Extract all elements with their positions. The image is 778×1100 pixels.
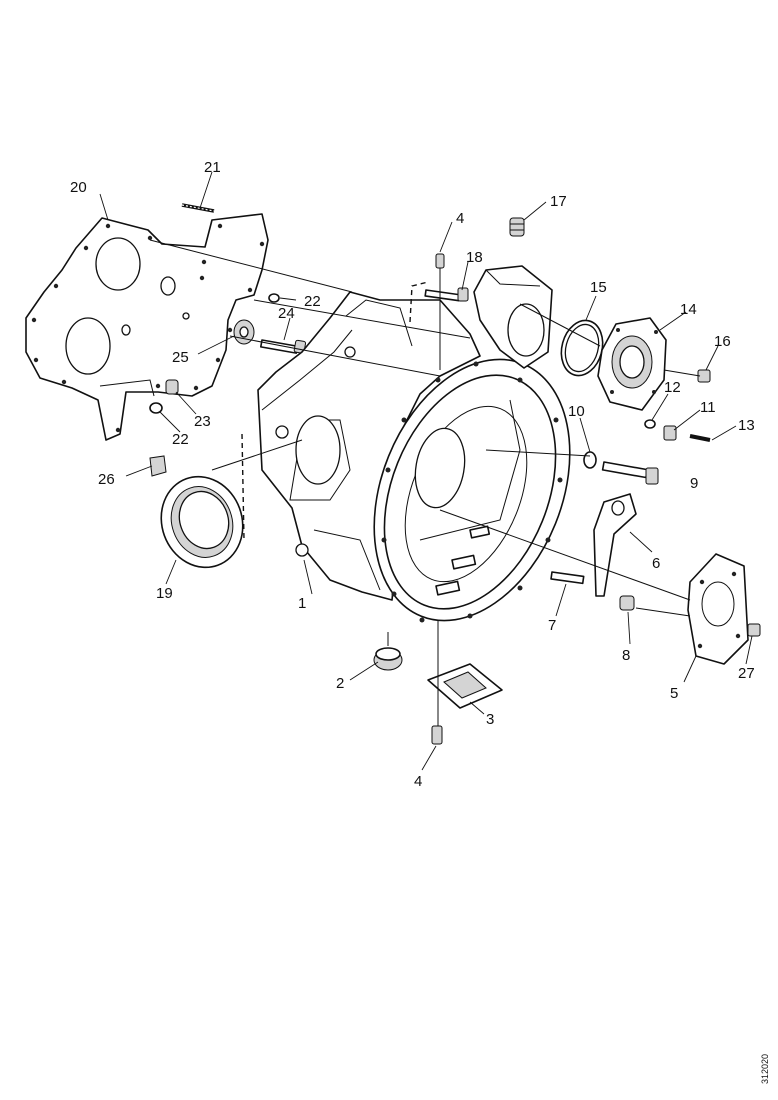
- callout-17: 17: [550, 193, 567, 210]
- callout-3: 3: [486, 711, 494, 728]
- assembly-lines: [149, 239, 701, 726]
- part-23-plug: [165, 379, 179, 395]
- callout-16: 16: [714, 333, 731, 350]
- part-22-plug-lower: [149, 402, 163, 414]
- part-8-nut: [619, 595, 635, 611]
- part-17-plug: [509, 217, 525, 237]
- callout-23: 23: [194, 413, 211, 430]
- part-13-bolt: [689, 434, 711, 442]
- callout-6: 6: [652, 555, 660, 572]
- callout-1: 1: [298, 595, 306, 612]
- part-1-flywheel-housing: [257, 291, 571, 623]
- part-10-washer: [583, 451, 597, 469]
- part-7-stud: [550, 571, 585, 585]
- callout-7: 7: [548, 617, 556, 634]
- part-12-washer: [644, 419, 656, 429]
- callout-21: 21: [204, 159, 221, 176]
- part-14-flange-cover: [597, 317, 667, 411]
- part-24-bolt: [259, 339, 307, 354]
- part-2-plug: [373, 647, 403, 671]
- part-4-bolt-lower: [431, 725, 443, 745]
- part-20-cover-plate: [25, 213, 269, 441]
- part-21-stud: [181, 203, 215, 213]
- part-15-o-ring: [560, 319, 604, 377]
- starter-bracket: [473, 265, 553, 369]
- part-3-cover-plate: [427, 663, 503, 709]
- callout-13: 13: [738, 417, 755, 434]
- callout-22-lower: 22: [172, 431, 189, 448]
- callout-15: 15: [590, 279, 607, 296]
- part-27-bolt: [747, 623, 761, 637]
- callout-8: 8: [622, 647, 630, 664]
- callout-27: 27: [738, 665, 755, 682]
- part-5-inspection-cover: [687, 553, 749, 665]
- callout-12: 12: [664, 379, 681, 396]
- callout-19: 19: [156, 585, 173, 602]
- leader-lines: [99, 171, 753, 771]
- callout-25: 25: [172, 349, 189, 366]
- part-9-bolt: [601, 461, 659, 485]
- callout-11: 11: [700, 399, 716, 416]
- callout-2: 2: [336, 675, 344, 692]
- callout-24: 24: [278, 305, 295, 322]
- part-22-plug-upper: [268, 293, 280, 303]
- callout-18: 18: [466, 249, 483, 266]
- part-18-bolt: [424, 287, 469, 302]
- part-11-nut: [663, 425, 677, 441]
- callout-5: 5: [670, 685, 678, 702]
- callout-22-upper: 22: [304, 293, 321, 310]
- part-19-crankshaft-seal: [160, 433, 245, 569]
- reference-number: 312020: [760, 1054, 770, 1084]
- callout-4-lower: 4: [414, 773, 422, 790]
- callout-9: 9: [690, 475, 698, 492]
- callout-labels: 1 2 3 4 4 5 6 7 8 9 10 11 12 13 14 15 16…: [70, 159, 755, 790]
- callout-10: 10: [568, 403, 585, 420]
- callout-4-upper: 4: [456, 210, 464, 227]
- part-26-plug: [149, 455, 167, 477]
- part-4-bolt-upper: [435, 253, 445, 370]
- part-6-lifting-bracket: [593, 493, 637, 597]
- callout-26: 26: [98, 471, 115, 488]
- dashed-bracket-top: [409, 281, 429, 323]
- callout-14: 14: [680, 301, 697, 318]
- callout-20: 20: [70, 179, 87, 196]
